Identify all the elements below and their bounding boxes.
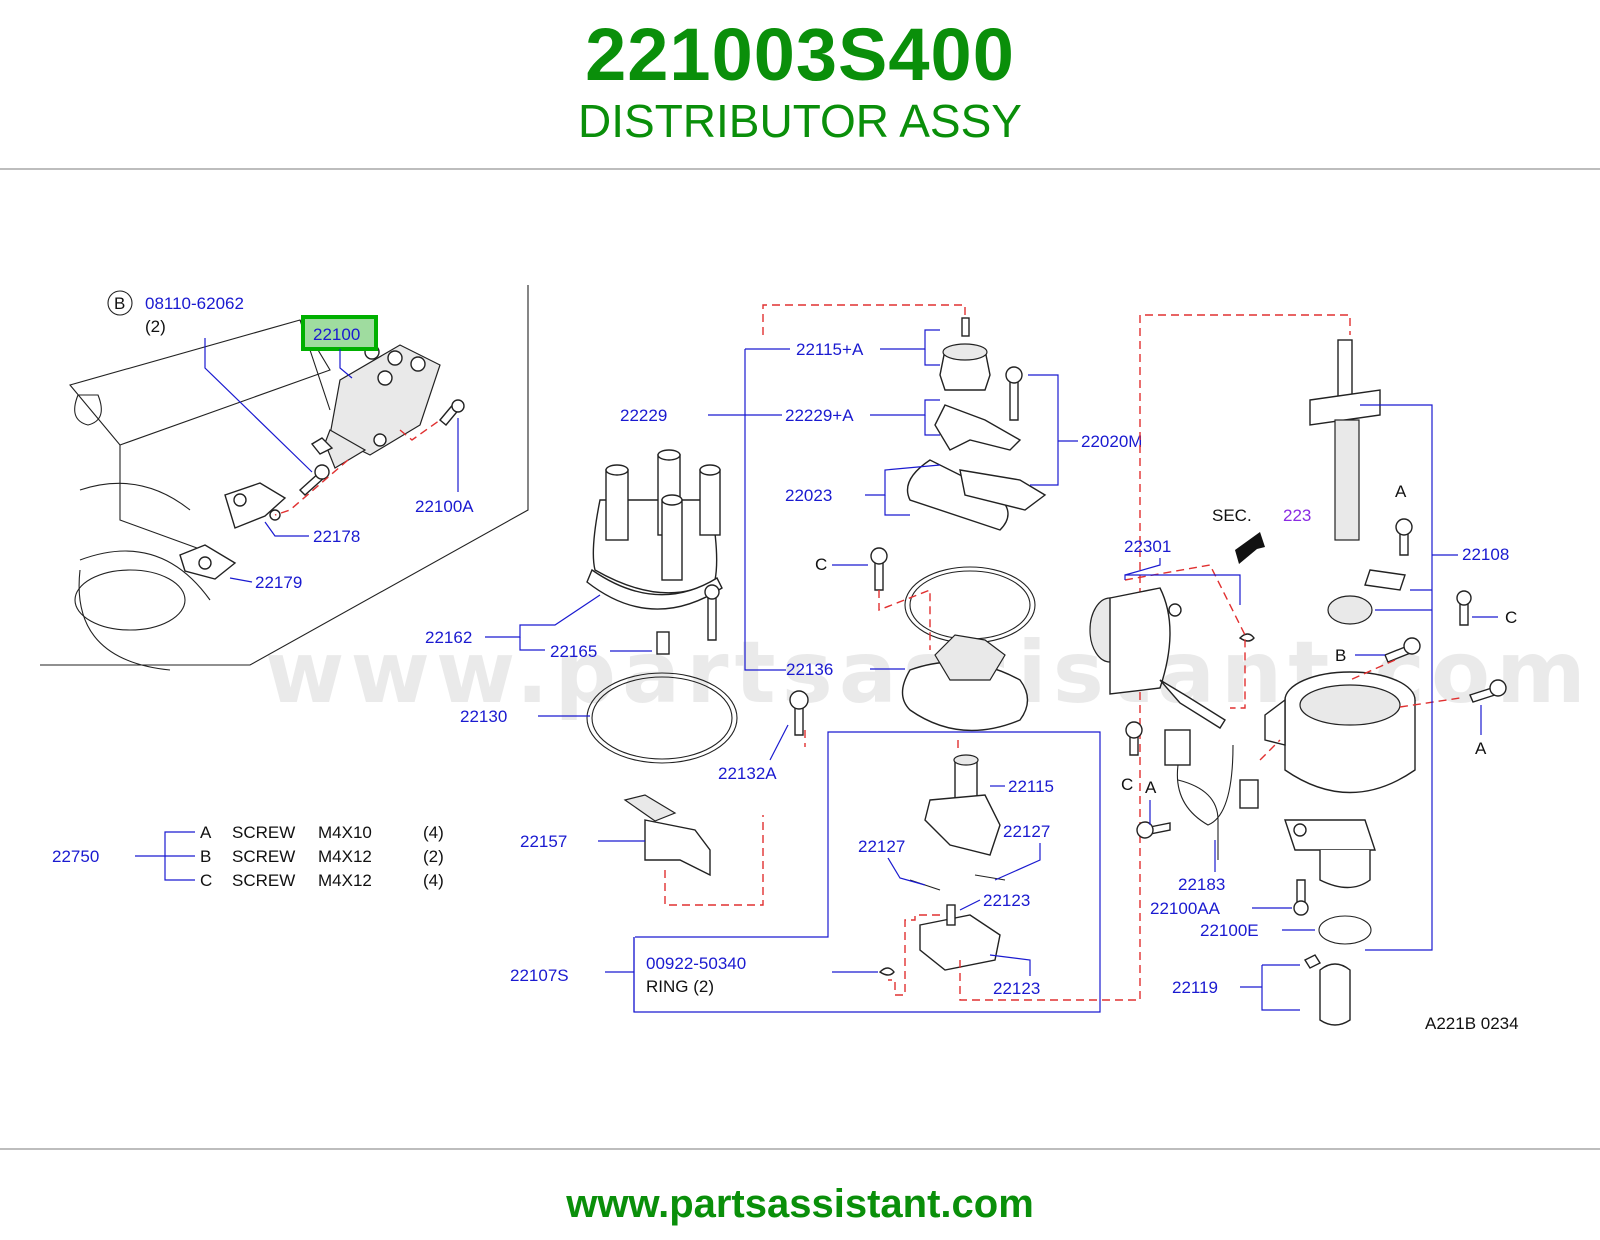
screw-row-a-qty: (4) — [423, 823, 444, 842]
screw-row-c-qty: (4) — [423, 871, 444, 890]
screw-row-a-name: SCREW — [232, 823, 295, 842]
screw-row-c-name: SCREW — [232, 871, 295, 890]
label-ring-qty: RING (2) — [646, 977, 714, 996]
screw-key-a-marker-far-right: A — [1475, 739, 1487, 758]
label-22132A: 22132A — [718, 764, 777, 783]
housing-illustration — [1264, 671, 1416, 889]
label-22115A: 22115+A — [796, 340, 864, 359]
screw-key-c-marker-right: C — [1121, 775, 1133, 794]
screw-key-b-marker: B — [114, 294, 125, 313]
page-header: 221003S400 DISTRIBUTOR ASSY — [0, 0, 1600, 168]
harness-22183-illustration — [1164, 729, 1259, 860]
label-22107S: 22107S — [510, 966, 569, 985]
label-22115: 22115 — [1008, 777, 1054, 796]
label-22183: 22183 — [1178, 875, 1225, 894]
qty-08110-62062: (2) — [145, 317, 166, 336]
label-22750: 22750 — [52, 847, 99, 866]
label-22229A: 22229+A — [785, 406, 854, 425]
label-08110-62062: 08110-62062 — [145, 294, 244, 313]
screw-key-c-marker-left: C — [815, 555, 827, 574]
screw-row-b-size: M4X12 — [318, 847, 372, 866]
shaft-22115-illustration — [924, 754, 1001, 856]
screw-key-c-marker-far-right: C — [1505, 608, 1517, 627]
screw-22020M-illustration — [1009, 379, 1019, 421]
label-22020M: 22020M — [1081, 432, 1142, 451]
oring-22100E-illustration — [1318, 915, 1372, 945]
label-22100E: 22100E — [1200, 921, 1259, 940]
label-22127-right: 22127 — [1003, 822, 1050, 841]
label-22100A: 22100A — [415, 497, 474, 516]
label-22100[interactable]: 22100 — [313, 325, 360, 344]
screw-table: 22750 A SCREW M4X10 (4) B SCREW M4X12 (2… — [52, 823, 444, 890]
screw-row-c-key: C — [200, 871, 212, 890]
screw-row-b-name: SCREW — [232, 847, 295, 866]
label-22119: 22119 — [1172, 978, 1218, 997]
screw-row-a-size: M4X10 — [318, 823, 372, 842]
highlight-22100[interactable] — [301, 315, 378, 351]
label-22100AA: 22100AA — [1150, 899, 1221, 918]
pin-22165-illustration — [656, 631, 670, 655]
shaft-22108-illustration — [1309, 339, 1381, 541]
label-22108: 22108 — [1462, 545, 1509, 564]
label-22179: 22179 — [255, 573, 302, 592]
label-22136: 22136 — [786, 660, 833, 679]
plate-22108-illustration — [1364, 569, 1406, 591]
label-22301: 22301 — [1124, 537, 1171, 556]
label-22023: 22023 — [785, 486, 832, 505]
part-name-subtitle: DISTRIBUTOR ASSY — [578, 95, 1022, 147]
link-sec-223[interactable]: 223 — [1283, 506, 1311, 525]
screw-row-a-key: A — [200, 823, 212, 842]
screw-row-c-size: M4X12 — [318, 871, 372, 890]
label-22178: 22178 — [313, 527, 360, 546]
label-22130: 22130 — [460, 707, 507, 726]
label-22157: 22157 — [520, 832, 567, 851]
washer-22108-illustration — [1327, 595, 1373, 625]
spring-22127-right-illustration — [974, 874, 1006, 881]
sec-arrow-icon — [1235, 532, 1265, 564]
label-00922-50340: 00922-50340 — [646, 954, 746, 973]
label-22127-left: 22127 — [858, 837, 905, 856]
gear-22119-illustration — [1303, 954, 1351, 1026]
screw-row-b-qty: (2) — [423, 847, 444, 866]
pin-22115A-illustration — [961, 317, 970, 337]
screw-key-a-marker-upper: A — [1395, 482, 1407, 501]
screw-key-a-marker-lower: A — [1145, 778, 1157, 797]
diagram-reference-code: A221B 0234 — [1425, 1014, 1519, 1033]
exploded-parts-diagram: www.partsassistant.com — [40, 285, 1586, 1033]
screw-row-b-key: B — [200, 847, 211, 866]
label-22229: 22229 — [620, 406, 667, 425]
distributor-cap-illustration — [586, 449, 723, 641]
label-sec: SEC. — [1212, 506, 1252, 525]
label-22162: 22162 — [425, 628, 472, 647]
distributor-assembled-illustration — [310, 344, 441, 469]
engine-inset — [40, 285, 529, 671]
header-divider — [0, 168, 1600, 170]
screw-key-b-marker-right: B — [1335, 646, 1346, 665]
footer-url[interactable]: www.partsassistant.com — [566, 1182, 1034, 1226]
label-22123-top: 22123 — [983, 891, 1030, 910]
gasket-22130-illustration — [586, 672, 738, 764]
vacuum-unit-22301-illustration — [1089, 587, 1226, 729]
weights-22123-illustration — [919, 904, 1001, 971]
rotor-22157-illustration — [623, 794, 711, 877]
part-number-title: 221003S400 — [585, 13, 1015, 96]
plate-22229A-illustration — [934, 404, 1022, 451]
footer-divider — [0, 1148, 1600, 1150]
ring-00922-illustration — [878, 967, 895, 976]
label-22165: 22165 — [550, 642, 597, 661]
label-22123-bottom: 22123 — [993, 979, 1040, 998]
